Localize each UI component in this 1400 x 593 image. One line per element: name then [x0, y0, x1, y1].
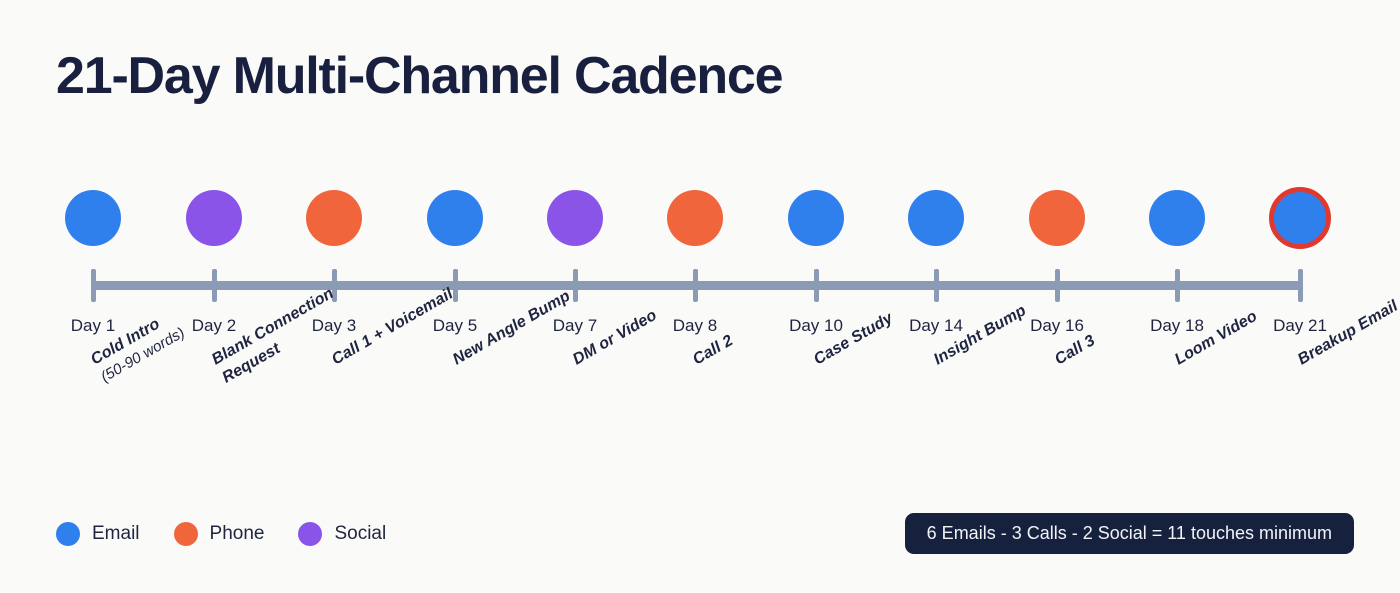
timeline-node-day-3[interactable] [306, 190, 362, 246]
legend-item-email[interactable]: Email [56, 522, 140, 546]
day-label: Day 3 [311, 316, 357, 335]
day-label: Day 5 [432, 316, 478, 335]
legend-swatch-social-icon [298, 522, 323, 546]
day-label: Day 8 [672, 316, 718, 335]
cadence-timeline: Day 1 Day 2 Day 3 Day 5 Day 7 Day 8 Day 10 Day … [0, 187, 1400, 350]
legend-swatch-email-icon [56, 522, 80, 546]
day-label: Day 18 [1150, 316, 1204, 335]
day-label: Day 2 [191, 316, 237, 335]
day-label: Day 1 [70, 316, 116, 335]
timeline-node-day-5[interactable] [427, 190, 483, 246]
timeline-node-day-2[interactable] [186, 190, 242, 246]
day-label: Day 16 [1030, 316, 1084, 335]
timeline-node-day-14[interactable] [908, 190, 964, 246]
summary-badge: 6 Emails - 3 Calls - 2 Social = 11 touch… [904, 513, 1354, 554]
legend-label: Email [92, 523, 140, 544]
day-label: Day 14 [909, 316, 963, 335]
day-label: Day 7 [552, 316, 598, 335]
timeline-tick [212, 269, 217, 302]
timeline-tick [573, 269, 578, 302]
legend-swatch-phone-icon [173, 522, 198, 546]
timeline-tick [1055, 269, 1060, 302]
timeline-node-day-21[interactable] [1269, 187, 1331, 249]
page-title: 21-Day Multi-Channel Cadence [56, 47, 784, 105]
legend-label: Social [334, 523, 387, 544]
timeline-node-day-1[interactable] [65, 190, 121, 246]
timeline-node-day-18[interactable] [1149, 190, 1205, 246]
timeline-tick [91, 269, 96, 302]
timeline-tick [814, 269, 819, 302]
legend-item-phone[interactable]: Phone [173, 522, 265, 546]
timeline-node-day-7[interactable] [547, 190, 603, 246]
timeline-node-day-16[interactable] [1029, 190, 1085, 246]
day-label: Day 21 [1273, 316, 1327, 335]
channel-legend: Email Phone Social [56, 522, 386, 546]
legend-item-social[interactable]: Social [298, 522, 386, 546]
timeline-tick [934, 269, 939, 302]
day-label: Day 10 [789, 316, 843, 335]
legend-label: Phone [209, 523, 265, 544]
timeline-node-day-8[interactable] [667, 190, 723, 246]
timeline-tick [693, 269, 698, 302]
timeline-tick [1298, 269, 1303, 302]
timeline-tick [1175, 269, 1180, 302]
timeline-tick [332, 269, 337, 302]
summary-badge-text: 6 Emails - 3 Calls - 2 Social = 11 touch… [926, 523, 1332, 543]
timeline-tick [453, 269, 458, 302]
timeline-node-day-10[interactable] [788, 190, 844, 246]
